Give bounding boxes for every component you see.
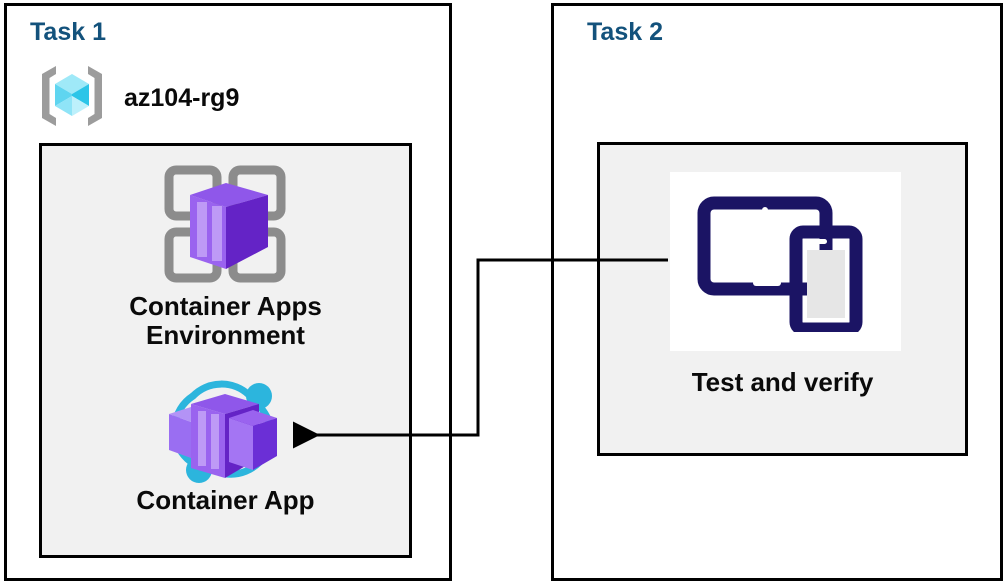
devices-tablet-phone-icon bbox=[696, 187, 876, 337]
container-apps-environment-label: Container Apps Environment bbox=[129, 291, 322, 351]
task-1-title: Task 1 bbox=[30, 18, 106, 46]
resource-group-icon bbox=[36, 61, 108, 136]
container-app-item: Container App bbox=[42, 374, 409, 515]
task-1-content-box: Container Apps Environment bbox=[39, 143, 412, 558]
resource-group-label: az104-rg9 bbox=[124, 83, 240, 112]
task-2-content-box: Test and verify bbox=[597, 142, 968, 456]
test-and-verify-label: Test and verify bbox=[691, 367, 874, 397]
task-2-title: Task 2 bbox=[587, 18, 663, 46]
container-app-label: Container App bbox=[136, 485, 315, 515]
resource-group-row: az104-rg9 bbox=[36, 62, 336, 134]
test-and-verify-card bbox=[670, 172, 901, 351]
container-app-icon bbox=[42, 374, 409, 486]
container-apps-environment-icon bbox=[42, 156, 409, 292]
container-apps-environment-item: Container Apps Environment bbox=[42, 156, 409, 350]
